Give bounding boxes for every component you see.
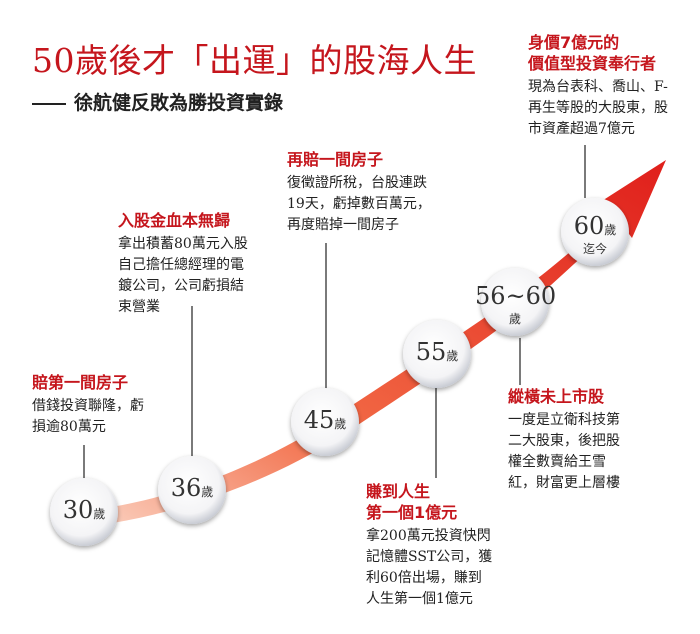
milestone-node-36 — [158, 456, 226, 524]
subtitle-dash — [32, 102, 66, 105]
event-45-line: 19天，虧掉數百萬元， — [287, 196, 431, 212]
milestone-node-45 — [291, 388, 359, 456]
page-title: 50歲後才「出運」的股海人生 — [32, 41, 477, 80]
event-36-line: 拿出積蓄80萬元入股 — [118, 236, 248, 252]
event-55-line: 利60倍出場，賺到 — [366, 570, 482, 586]
event-60: 身價7億元的 價值型投資奉行者 現為台表科、喬山、F- 再生等股的大股東，股 市… — [528, 32, 668, 140]
milestone-node-56-60 — [481, 268, 549, 336]
event-30-title: 賠第一間房子 — [32, 373, 129, 392]
event-30: 賠第一間房子 借錢投資聯隆，虧 損逾80萬元 — [32, 372, 144, 438]
event-56-60-line: 權全數賣給王雪 — [508, 454, 606, 470]
event-55-title: 賺到人生 — [366, 482, 431, 501]
event-30-line: 損逾80萬元 — [32, 419, 106, 435]
event-36-title: 入股金血本無歸 — [118, 211, 231, 230]
event-60-line: 市資產超過7億元 — [528, 121, 635, 137]
event-45-line: 再度賠掉一間房子 — [287, 217, 399, 233]
node-label-55: 55歲 — [415, 338, 459, 366]
node-label-60: 60歲 迄今 — [573, 212, 617, 256]
event-55-line: 記憶體SST公司，獲 — [366, 549, 493, 565]
event-60-title: 身價7億元的 — [528, 33, 620, 52]
event-30-line: 借錢投資聯隆，虧 — [32, 398, 144, 414]
event-45-line: 復徵證所稅，台股連跌 — [287, 175, 427, 191]
event-55-line: 拿200萬元投資快閃 — [366, 528, 491, 544]
milestone-node-60 — [561, 198, 629, 266]
event-56-60-line: 一度是立衛科技第 — [508, 412, 620, 428]
milestone-node-30 — [50, 478, 118, 546]
event-55: 賺到人生 第一個1億元 拿200萬元投資快閃 記憶體SST公司，獲 利60倍出場… — [366, 481, 492, 610]
event-45: 再賠一間房子 復徵證所稅，台股連跌 19天，虧掉數百萬元， 再度賠掉一間房子 — [287, 149, 431, 236]
event-56-60: 縱橫未上市股 一度是立衛科技第 二大股東，後把股 權全數賣給王雪 紅，財富更上層… — [508, 386, 620, 494]
event-36-line: 鍍公司，公司虧損結 — [118, 278, 244, 294]
event-55-line: 人生第一個1億元 — [366, 591, 473, 607]
node-label-36: 36歲 — [170, 474, 214, 502]
event-56-60-line: 二大股東，後把股 — [508, 433, 620, 449]
event-56-60-title: 縱橫未上市股 — [508, 387, 605, 406]
event-36-line: 自己擔任總經理的電 — [118, 257, 244, 273]
event-36: 入股金血本無歸 拿出積蓄80萬元入股 自己擔任總經理的電 鍍公司，公司虧損結 束… — [118, 210, 248, 318]
event-45-title: 再賠一間房子 — [287, 150, 384, 169]
page-subtitle-row: 徐航健反敗為勝投資實錄 — [32, 88, 283, 115]
event-55-title: 第一個1億元 — [366, 503, 458, 522]
page-subtitle: 徐航健反敗為勝投資實錄 — [74, 92, 284, 114]
event-60-title: 價值型投資奉行者 — [528, 54, 657, 73]
node-label-30: 30歲 — [62, 496, 106, 524]
event-36-line: 束營業 — [118, 299, 160, 315]
event-56-60-line: 紅，財富更上層樓 — [508, 475, 620, 491]
milestone-node-55 — [403, 320, 471, 388]
event-60-line: 再生等股的大股東，股 — [528, 100, 668, 116]
node-label-45: 45歲 — [303, 406, 347, 434]
node-label-56-60: 56~60 歲 — [475, 282, 557, 326]
event-60-line: 現為台表科、喬山、F- — [528, 79, 668, 95]
